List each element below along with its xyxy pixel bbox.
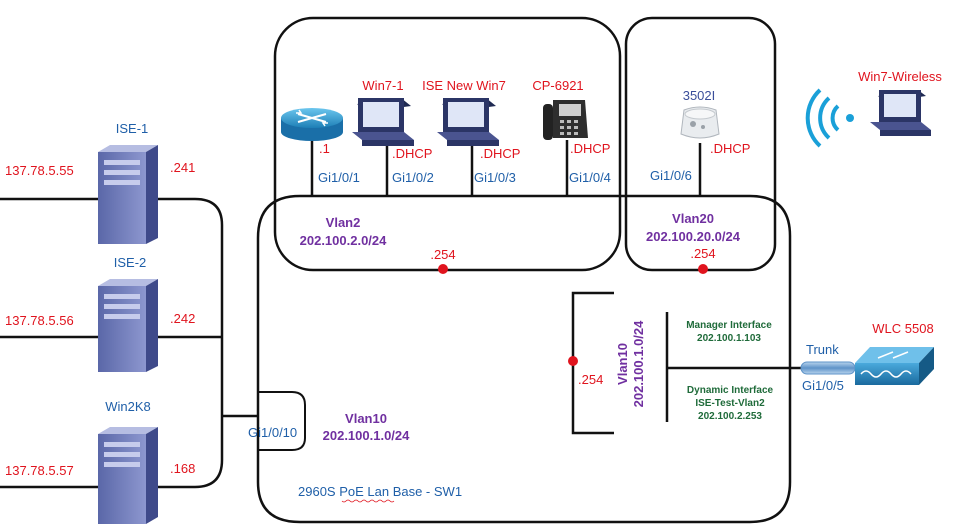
device-address: .DHCP <box>710 141 750 156</box>
gi1-0-10-bracket <box>258 391 306 451</box>
vlan-subnet: 202.100.2.0/24 <box>300 233 388 248</box>
wireless-signal-icon <box>805 88 854 148</box>
server-host-address: .241 <box>170 160 195 175</box>
server-name: ISE-1 <box>116 121 149 136</box>
switch-boundary <box>256 194 792 524</box>
server-icon <box>98 279 158 372</box>
server-host-address: .168 <box>170 461 195 476</box>
server-host-address: .242 <box>170 311 195 326</box>
pc-icon <box>437 98 499 146</box>
port-label: Gi1/0/10 <box>248 425 297 440</box>
port-label: Gi1/0/4 <box>569 170 611 185</box>
port-label: Gi1/0/5 <box>802 378 844 393</box>
trunk-cable <box>800 361 856 375</box>
server-name: Win2K8 <box>105 399 151 414</box>
port-label: Gi1/0/6 <box>650 168 692 183</box>
wlc-name: WLC 5508 <box>872 321 933 336</box>
server-external-ip: 137.78.5.56 <box>5 313 74 328</box>
server-external-ip: 137.78.5.57 <box>5 463 74 478</box>
device-name: CP-6921 <box>532 78 583 93</box>
trunk-label: Trunk <box>806 342 839 357</box>
spellcheck-underline <box>341 499 395 503</box>
vlan-subnet: 202.100.1.0/24 <box>631 320 646 408</box>
device-name: ISE New Win7 <box>422 78 506 93</box>
dynamic-interface-name: ISE-Test-Vlan2 <box>695 398 765 409</box>
router-icon <box>281 108 343 141</box>
access-links <box>310 140 702 196</box>
vlan-name: Vlan10 <box>615 343 630 385</box>
vlan10-wlc-bracket <box>571 291 614 435</box>
server-icon <box>98 427 158 524</box>
device-address: .1 <box>319 141 330 156</box>
device-address: .DHCP <box>392 146 432 161</box>
gateway-dot <box>698 264 708 274</box>
manager-interface-label: Manager Interface <box>686 320 772 331</box>
vlan-subnet: 202.100.20.0/24 <box>646 229 741 244</box>
vlan-subnet: 202.100.1.0/24 <box>323 428 411 443</box>
access-point-icon <box>680 106 720 139</box>
port-label: Gi1/0/1 <box>318 170 360 185</box>
wireless-client-name: Win7-Wireless <box>858 69 942 84</box>
gateway-address: .254 <box>690 246 715 261</box>
dynamic-interface-ip: 202.100.2.253 <box>698 411 762 422</box>
pc-icon <box>870 90 931 136</box>
server-external-ip: 137.78.5.55 <box>5 163 74 178</box>
port-label: Gi1/0/2 <box>392 170 434 185</box>
server-icon <box>98 145 158 244</box>
server-links <box>0 197 258 489</box>
dynamic-interface-label: Dynamic Interface <box>687 385 774 396</box>
gateway-dot <box>568 356 578 366</box>
gateway-address: .254 <box>578 372 603 387</box>
vlan-name: Vlan10 <box>345 411 387 426</box>
gateway-address: .254 <box>430 247 455 262</box>
switch-name: 2960S PoE Lan Base - SW1 <box>298 484 462 499</box>
ip-phone-icon <box>543 100 588 140</box>
vlan-name: Vlan20 <box>672 211 714 226</box>
server-name: ISE-2 <box>114 255 147 270</box>
device-address: .DHCP <box>480 146 520 161</box>
manager-interface-ip: 202.100.1.103 <box>697 333 761 344</box>
device-name: Win7-1 <box>362 78 403 93</box>
device-address: .DHCP <box>570 141 610 156</box>
port-label: Gi1/0/3 <box>474 170 516 185</box>
device-name: 3502I <box>683 88 716 103</box>
wlc-icon <box>855 347 934 385</box>
pc-icon <box>352 98 414 146</box>
vlan-name: Vlan2 <box>326 215 361 230</box>
gateway-dot <box>438 264 448 274</box>
